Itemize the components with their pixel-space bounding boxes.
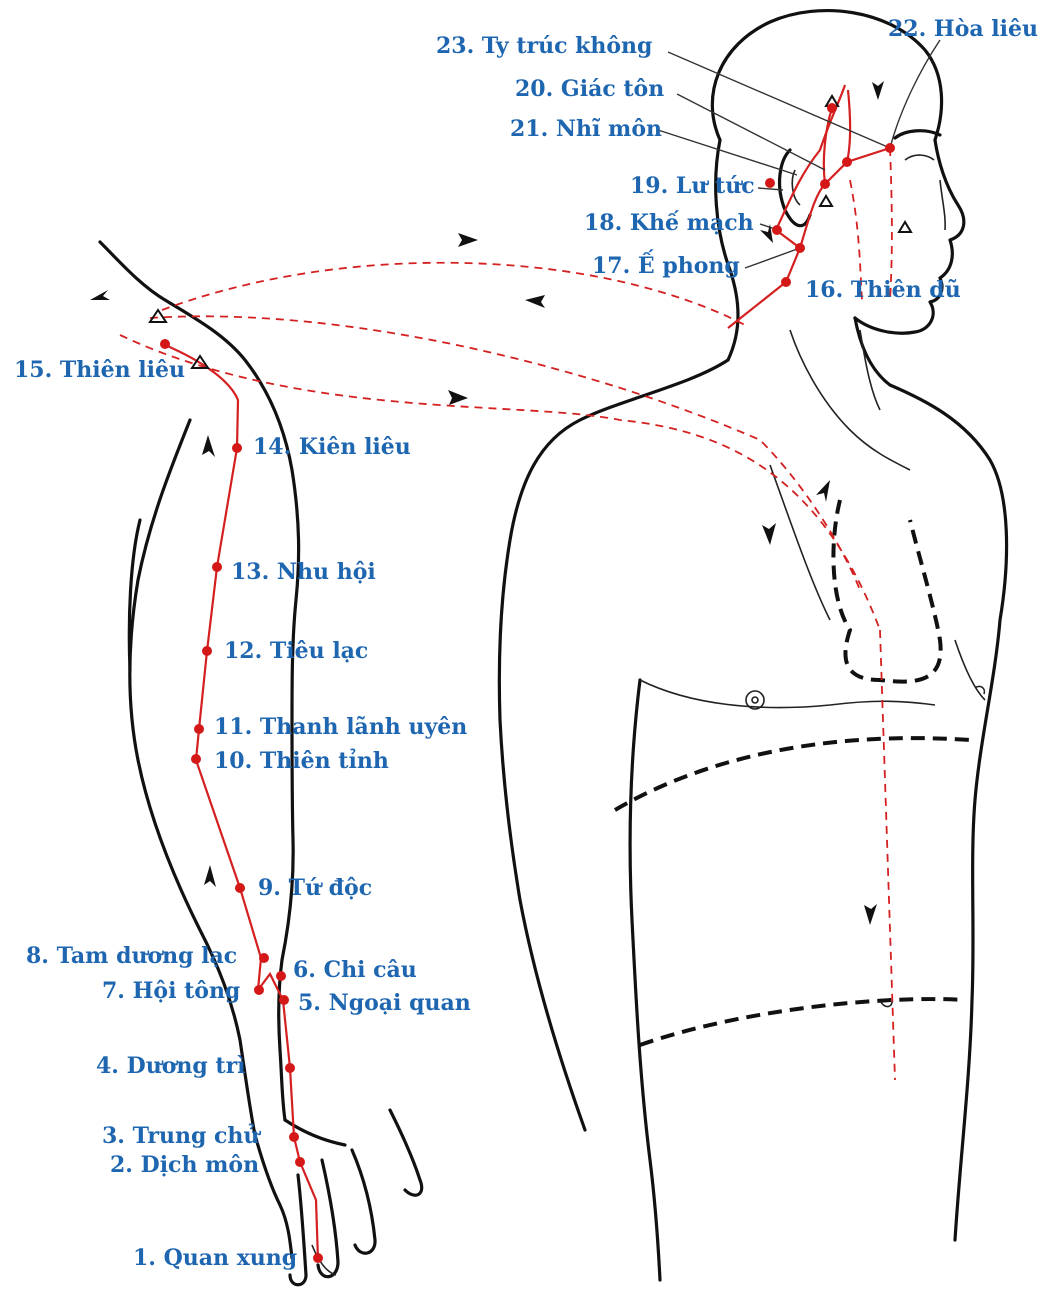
acupoints [160, 103, 895, 1263]
point-1 [313, 1253, 323, 1263]
point-19 [765, 178, 775, 188]
point-21 [842, 157, 852, 167]
label-point-8: 8. Tam dương lạc [26, 943, 237, 969]
point-11 [194, 724, 204, 734]
label-point-13: 13. Nhu hội [231, 559, 376, 585]
label-point-2: 2. Dịch môn [110, 1152, 259, 1178]
point-7 [254, 985, 264, 995]
label-point-14: 14. Kiên liêu [253, 434, 411, 460]
point-22 [885, 143, 895, 153]
point-14 [232, 443, 242, 453]
point-20 [820, 179, 830, 189]
point-4 [285, 1063, 295, 1073]
point-12 [202, 646, 212, 656]
point-2 [295, 1157, 305, 1167]
label-point-20: 20. Giác tôn [515, 76, 664, 102]
label-point-3: 3. Trung chử [102, 1123, 259, 1149]
point-8 [259, 953, 269, 963]
point-5 [279, 995, 289, 1005]
label-point-19: 19. Lư tức [630, 173, 755, 199]
label-point-16: 16. Thiên dũ [805, 277, 961, 303]
label-point-9: 9. Tứ độc [258, 875, 372, 901]
point-3 [289, 1132, 299, 1142]
label-point-15: 15. Thiên liêu [14, 357, 185, 383]
point-9 [235, 883, 245, 893]
point-18 [772, 225, 782, 235]
label-point-22: 22. Hòa liêu [888, 16, 1038, 42]
label-point-23: 23. Ty trúc không [436, 33, 652, 59]
point-6 [276, 971, 286, 981]
label-point-4: 4. Dương trì [96, 1053, 246, 1079]
point-15 [160, 339, 170, 349]
label-point-17: 17. Ế phong [592, 253, 740, 279]
label-point-7: 7. Hội tông [102, 978, 240, 1004]
point-13 [212, 562, 222, 572]
label-point-1: 1. Quan xung [133, 1245, 297, 1271]
point-17 [795, 243, 805, 253]
label-point-10: 10. Thiên tỉnh [214, 748, 389, 774]
label-point-5: 5. Ngoại quan [298, 990, 471, 1016]
label-point-21: 21. Nhĩ môn [510, 116, 662, 142]
point-10 [191, 754, 201, 764]
label-point-11: 11. Thanh lãnh uyên [214, 714, 467, 740]
label-point-12: 12. Tiêu lạc [224, 638, 368, 664]
meridian-path [120, 85, 895, 1260]
label-point-6: 6. Chi câu [293, 957, 417, 983]
point-16 [781, 277, 791, 287]
point-23 [827, 103, 837, 113]
torso-outline [499, 11, 1006, 1280]
label-point-18: 18. Khế mạch [584, 210, 754, 236]
